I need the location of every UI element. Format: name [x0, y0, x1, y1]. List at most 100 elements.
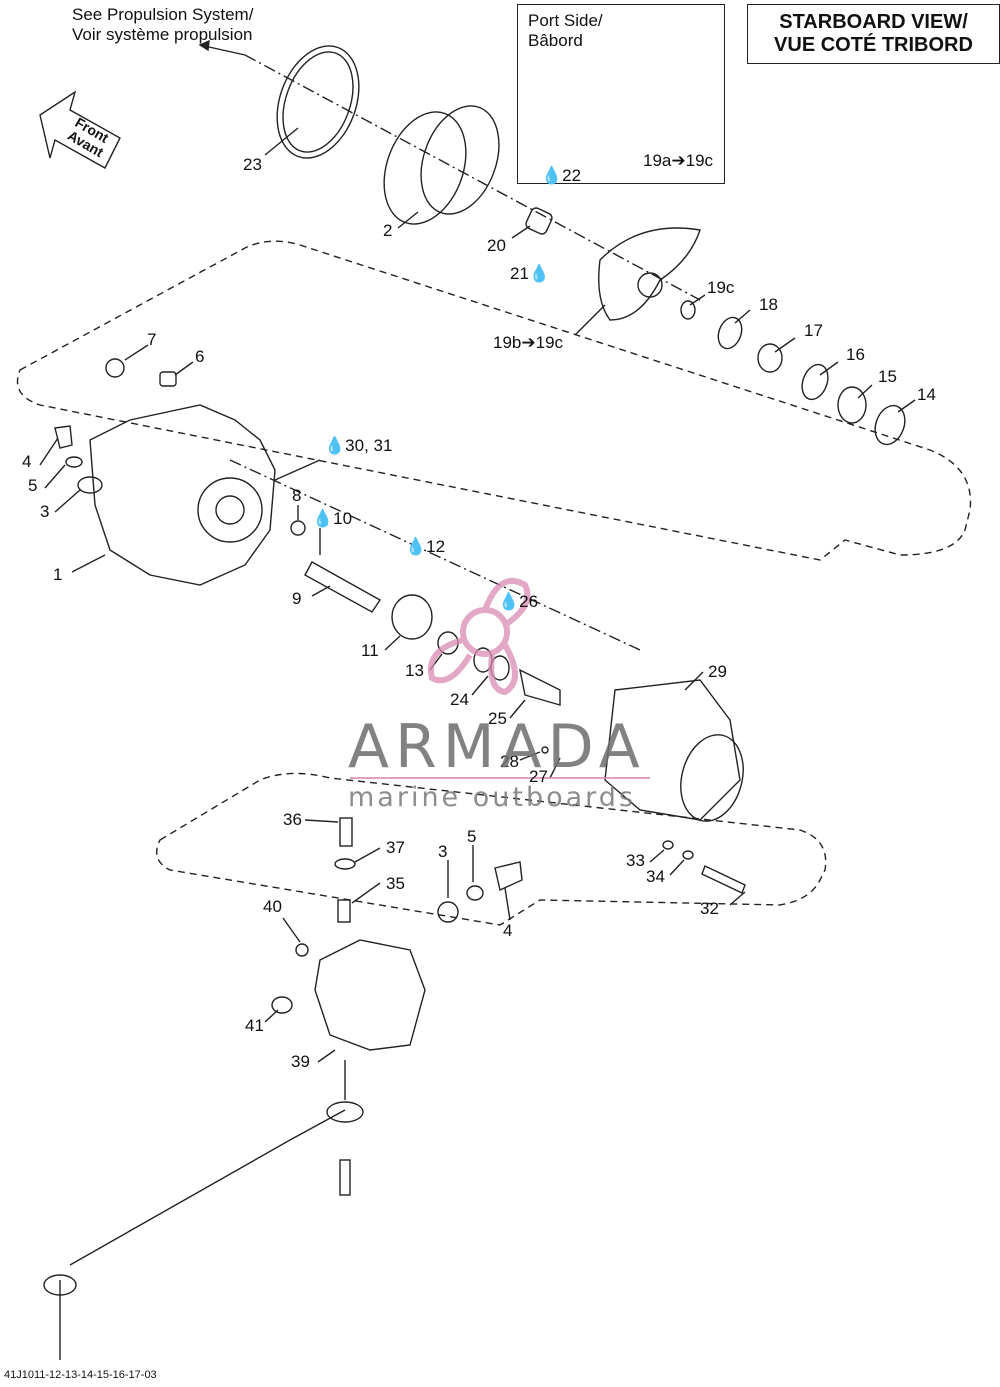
watermark-logo — [427, 577, 531, 696]
bearing-11 — [391, 594, 433, 640]
screw-28 — [541, 746, 549, 754]
nut-40 — [295, 943, 309, 957]
port-side-inset: Port Side/ Bâbord — [517, 4, 725, 184]
callout-36: 36 — [283, 810, 302, 829]
washer-5-upper — [65, 456, 83, 468]
port-side-line2: Bâbord — [528, 31, 583, 50]
starboard-line2: VUE COTÉ TRIBORD — [774, 34, 973, 56]
bushing-3-lower — [437, 901, 459, 923]
wear-ring-23 — [276, 45, 360, 159]
callout-5-lower: 5 — [467, 827, 477, 846]
nut-7 — [105, 358, 125, 378]
callout-25: 25 — [488, 709, 507, 728]
venturi-29-outlet — [680, 734, 744, 822]
callout-33: 33 — [626, 851, 645, 870]
linkage-ball-joint — [326, 1101, 364, 1123]
bearing-15 — [837, 386, 867, 424]
venturi-29 — [604, 679, 741, 821]
callout-40: 40 — [263, 897, 282, 916]
seal-8 — [290, 520, 306, 536]
washer-5-lower — [466, 885, 484, 901]
callout-18: 18 — [759, 295, 778, 314]
cone-25 — [519, 668, 561, 706]
callout-8: 8 — [292, 486, 302, 505]
pump-housing-1-bore — [197, 477, 263, 543]
washer-17 — [757, 343, 783, 373]
callout-10-text: 10 — [333, 509, 353, 528]
watermark-tagline: marine outboards — [348, 782, 637, 813]
callout-19c: 19c — [707, 278, 735, 297]
callout-30-31: 💧30, 31 — [324, 436, 393, 455]
callout-3-upper: 3 — [40, 502, 50, 521]
sleeve-6 — [159, 371, 177, 387]
bolt-36 — [339, 817, 353, 847]
callout-19b: 19b➔19c — [493, 333, 564, 352]
callout-32: 32 — [700, 899, 719, 918]
callout-13: 13 — [405, 661, 424, 680]
nozzle-39 — [314, 939, 426, 1051]
impeller-housing-liner-2 — [383, 111, 467, 225]
impeller-19b — [598, 227, 701, 321]
callout-21-text: 21 — [510, 264, 529, 283]
callout-10: 💧10 — [312, 509, 353, 528]
sleeve-35 — [337, 899, 351, 923]
washer-37 — [334, 858, 356, 870]
nut-41 — [271, 996, 293, 1014]
washer-34 — [682, 850, 694, 860]
callout-14: 14 — [917, 385, 936, 404]
ring-19c — [680, 300, 696, 320]
starboard-view-title: STARBOARD VIEW/ VUE COTÉ TRIBORD — [747, 4, 1000, 64]
middle-axis-line — [229, 459, 641, 651]
bolt-32 — [701, 865, 746, 894]
callout-19a: 19a➔19c — [643, 151, 714, 170]
callout-3-lower: 3 — [438, 842, 448, 861]
pump-housing-1-hub — [215, 495, 245, 525]
callout-17: 17 — [804, 321, 823, 340]
callout-16: 16 — [846, 345, 865, 364]
bushing-3-upper — [77, 476, 103, 494]
callout-34: 34 — [646, 867, 665, 886]
front-arrow-shape — [39, 90, 121, 169]
propulsion-note-line2: Voir système propulsion — [72, 25, 253, 44]
callout-26-text: 26 — [519, 592, 539, 611]
callout-4-lower: 4 — [503, 921, 513, 940]
impeller-19b-hub — [637, 272, 663, 298]
lower-dashed-outline — [156, 772, 827, 926]
propulsion-note-line1: See Propulsion System/ — [72, 5, 254, 24]
callout-4-upper: 4 — [22, 452, 32, 471]
ring-18 — [717, 316, 743, 350]
starboard-line1: STARBOARD VIEW/ — [779, 11, 968, 33]
impeller-housing-liner-2-back — [420, 105, 500, 215]
washer-33 — [662, 840, 674, 850]
callout-11: 11 — [361, 641, 379, 660]
wear-ring-23-inner — [282, 51, 354, 153]
callout-6: 6 — [195, 347, 205, 366]
callout-1: 1 — [53, 565, 63, 584]
callout-41: 41 — [245, 1016, 264, 1035]
propulsion-note: See Propulsion System/ Voir système prop… — [72, 5, 253, 45]
watermark-brand: ARMADA — [348, 712, 646, 782]
shaft-9 — [304, 561, 382, 613]
callout-30-31-text: 30, 31 — [345, 436, 393, 455]
diagram-code: 41J1011-12-13-14-15-16-17-03 — [4, 1369, 157, 1381]
steering-linkage — [59, 1060, 346, 1360]
ring-16 — [801, 363, 829, 401]
upper-dashed-outline — [16, 240, 972, 561]
callout-26: 💧26 — [498, 592, 539, 611]
callout-7: 7 — [147, 330, 157, 349]
cable-ball-joint — [43, 1274, 77, 1296]
callout-21: 21💧 — [510, 264, 551, 283]
pump-housing-1 — [89, 404, 276, 586]
callout-20: 20 — [487, 236, 506, 255]
callout-5-upper: 5 — [28, 476, 38, 495]
callout-22-text: 22 — [562, 166, 582, 185]
sleeve-20 — [525, 207, 553, 235]
callout-29: 29 — [708, 662, 727, 681]
callout-27: 27 — [529, 767, 548, 786]
bolt-4-upper — [54, 425, 73, 449]
callout-22: 💧22 — [541, 166, 582, 185]
callout-24: 24 — [450, 690, 469, 709]
ring-14 — [874, 404, 906, 446]
